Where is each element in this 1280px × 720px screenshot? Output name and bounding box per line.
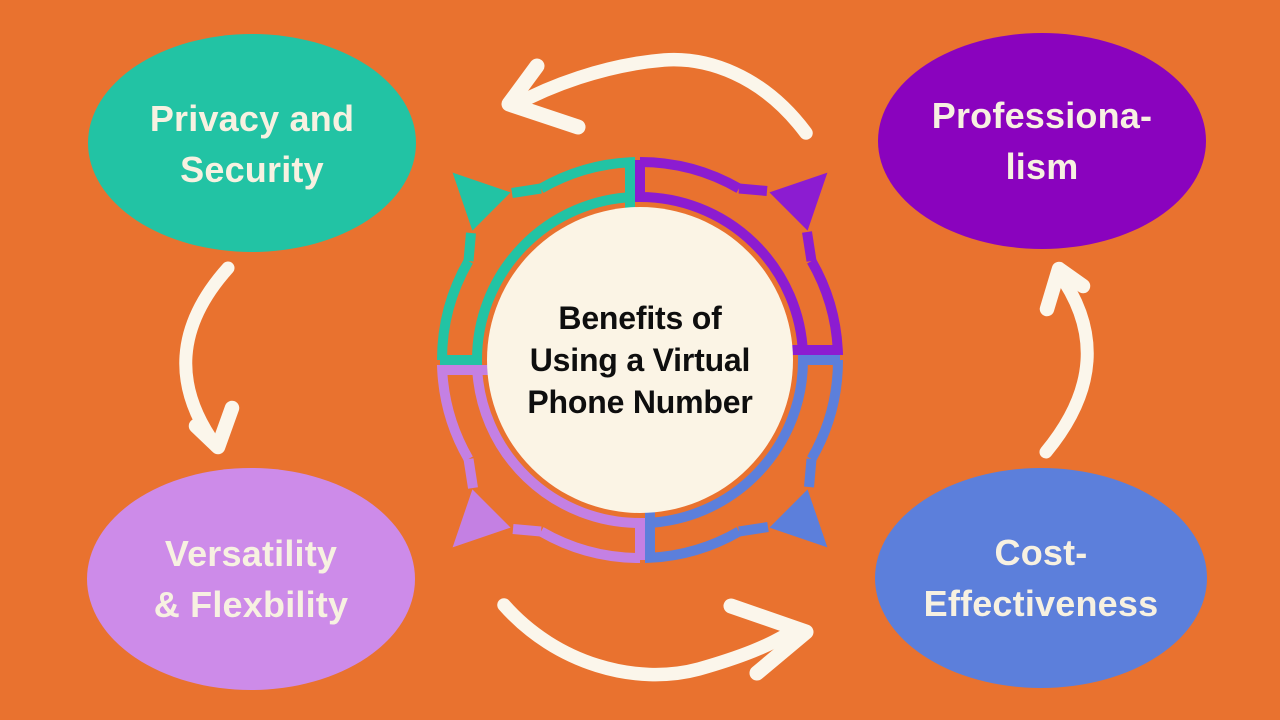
- ellipse-versatility-flexibility: [87, 468, 415, 690]
- ellipse-cost-effectiveness: [875, 468, 1207, 688]
- arrowhead-top-right: [769, 172, 828, 231]
- center-circle: [487, 207, 793, 513]
- arrowhead-bottom-left: [452, 489, 511, 548]
- cycle-arc-bottom-left-icon: [436, 365, 645, 563]
- ellipse-privacy-security: [88, 34, 416, 252]
- arrowhead-bottom-right: [769, 489, 828, 548]
- curved-arrow-left-icon: [179, 261, 240, 455]
- curved-arrow-right-icon: [1039, 261, 1094, 459]
- curved-arrow-bottom-icon: [497, 598, 814, 682]
- cycle-arc-top-right-icon: [635, 157, 844, 355]
- cycle-arc-bottom-right-icon: [645, 355, 843, 564]
- cycle-arc-top-left-icon: [437, 156, 635, 365]
- ellipse-professionalism: [878, 33, 1206, 249]
- curved-arrow-top-icon: [501, 52, 813, 140]
- arrowhead-top-left: [452, 172, 511, 231]
